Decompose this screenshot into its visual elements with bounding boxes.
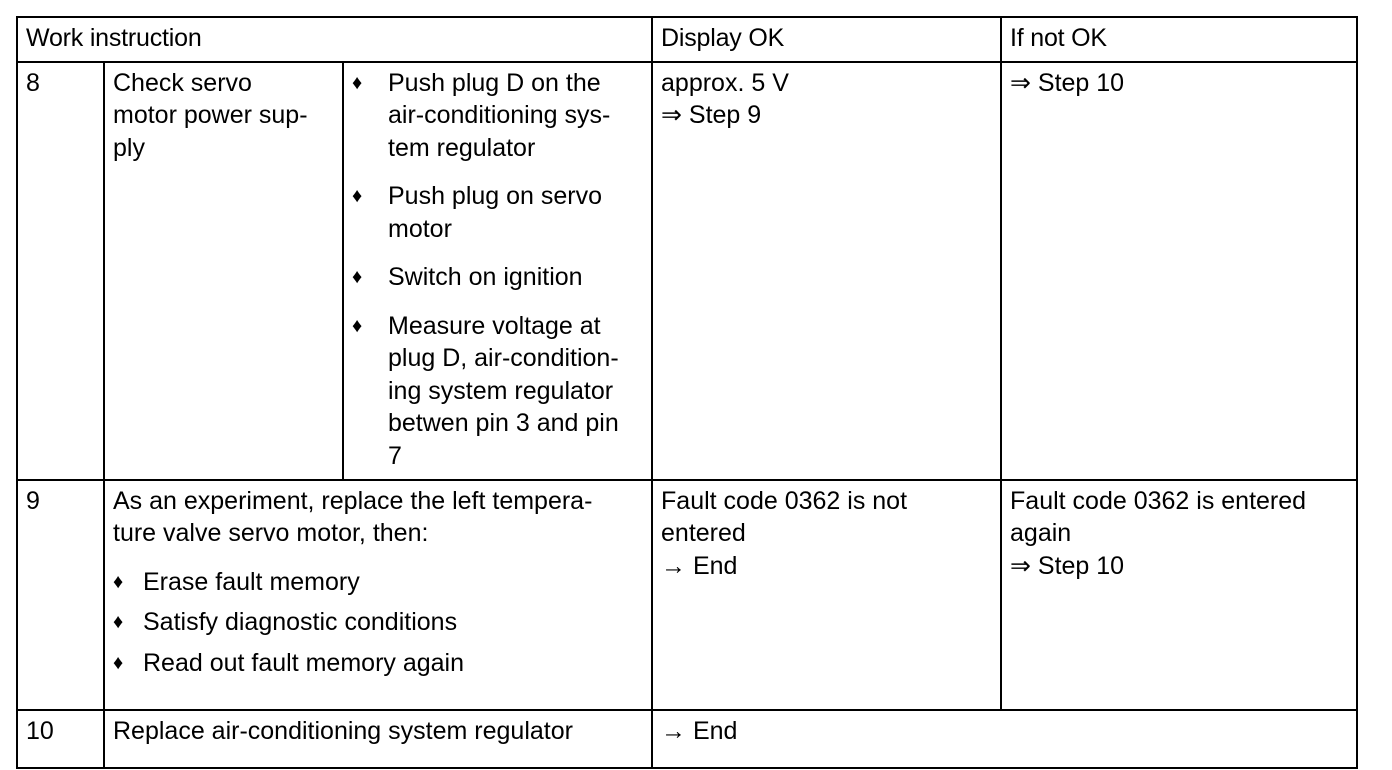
diamond-bullet-icon: ♦: [113, 611, 124, 633]
result-text: → End: [661, 716, 738, 745]
column-header-display-ok: Display OK: [651, 16, 1003, 63]
table-header: Work instruction Display OK If not OK: [15, 16, 1359, 63]
list-item: ♦ Satisfy diagnostic conditions: [113, 606, 643, 639]
list-item: ♦ Switch on ignition: [352, 261, 643, 294]
list-item: ♦ Erase fault memory: [113, 566, 643, 599]
column-header-if-not-ok: If not OK: [1000, 16, 1359, 63]
column-header-work-instruction: Work instruction: [15, 16, 654, 63]
table-row: 8 Check servo motor power sup- ply ♦ Pus…: [16, 60, 1359, 481]
display-ok-cell: Fault code 0362 is not entered → End: [651, 478, 1003, 711]
result-cell: → End: [651, 708, 1359, 769]
display-ok-text: Fault code 0362 is not entered → End: [661, 486, 908, 580]
display-ok-text: approx. 5 V ⇒ Step 9: [661, 68, 789, 130]
table-body: 8 Check servo motor power sup- ply ♦ Pus…: [16, 60, 1359, 769]
list-item-label: Push plug D on the air-conditioning sys-…: [388, 68, 611, 162]
list-item-label: Push plug on servo motor: [388, 182, 603, 243]
diamond-bullet-icon: ♦: [352, 71, 363, 94]
table-row: 9 As an experiment, replace the left tem…: [16, 478, 1359, 711]
list-item: ♦ Measure voltage at plug D, air-conditi…: [352, 310, 643, 473]
list-item-label: Read out fault memory again: [143, 648, 465, 677]
table-row: 10 Replace air-conditioning system regul…: [16, 708, 1359, 769]
bullet-list: ♦ Push plug D on the air-conditioning sy…: [352, 67, 643, 473]
list-item-label: Switch on ignition: [388, 263, 583, 291]
table-header-row: Work instruction Display OK If not OK: [15, 16, 1359, 63]
list-item-label: Erase fault memory: [143, 567, 360, 596]
list-item-label: Measure voltage at plug D, air-condition…: [388, 311, 619, 470]
work-instruction-table: Work instruction Display OK If not OK 8 …: [15, 16, 1359, 769]
task-description-text: Replace air-conditioning system regulato…: [113, 716, 573, 745]
diamond-bullet-icon: ♦: [113, 651, 124, 674]
work-instruction-table-container: Work instruction Display OK If not OK 8 …: [15, 16, 1359, 769]
if-not-ok-text: Fault code 0362 is entered again ⇒ Step …: [1010, 486, 1307, 580]
task-description-text: As an experiment, replace the left tempe…: [113, 486, 593, 548]
list-item: ♦ Push plug D on the air-conditioning sy…: [352, 67, 643, 165]
task-description-text: Check servo motor power sup- ply: [113, 68, 308, 162]
task-description-cell: Check servo motor power sup- ply: [103, 60, 344, 481]
step-number-cell: 8: [16, 60, 105, 481]
list-item-label: Satisfy diagnostic conditions: [143, 608, 458, 636]
if-not-ok-text: ⇒ Step 10: [1010, 68, 1125, 97]
diamond-bullet-icon: ♦: [352, 314, 363, 337]
task-steps-cell: ♦ Push plug D on the air-conditioning sy…: [341, 60, 654, 481]
list-item: ♦ Read out fault memory again: [113, 647, 643, 680]
list-item: ♦ Push plug on servo motor: [352, 180, 643, 245]
display-ok-cell: approx. 5 V ⇒ Step 9: [651, 60, 1003, 481]
if-not-ok-cell: ⇒ Step 10: [1000, 60, 1359, 481]
diamond-bullet-icon: ♦: [352, 185, 363, 207]
diamond-bullet-icon: ♦: [113, 570, 124, 593]
if-not-ok-cell: Fault code 0362 is entered again ⇒ Step …: [1000, 478, 1359, 711]
diamond-bullet-icon: ♦: [352, 266, 363, 288]
task-description-cell: As an experiment, replace the left tempe…: [102, 478, 654, 711]
bullet-list: ♦ Erase fault memory ♦ Satisfy diagnosti…: [113, 566, 643, 680]
step-number-cell: 10: [16, 708, 105, 769]
task-description-cell: Replace air-conditioning system regulato…: [102, 708, 654, 769]
step-number-cell: 9: [16, 478, 105, 711]
